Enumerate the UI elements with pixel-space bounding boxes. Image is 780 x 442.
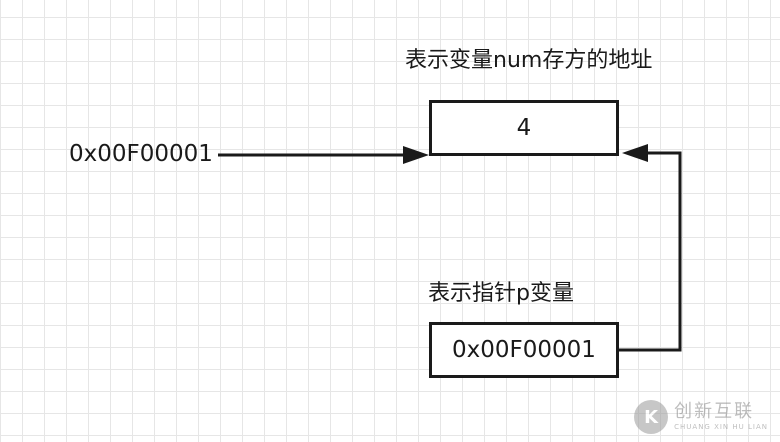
address-arrow [218, 146, 429, 164]
watermark-subtext: CHUANG XIN HU LIAN [674, 423, 768, 431]
num-variable-box: 4 [429, 100, 619, 156]
pointer-value: 0x00F00001 [452, 337, 596, 363]
pointer-arrow [619, 144, 682, 352]
address-label: 0x00F00001 [69, 141, 213, 167]
num-value: 4 [516, 115, 532, 141]
num-box-caption: 表示变量num存方的地址 [405, 48, 653, 73]
watermark: K 创新互联 CHUANG XIN HU LIAN [634, 400, 768, 434]
pointer-box-caption: 表示指针p变量 [428, 281, 574, 306]
watermark-text: 创新互联 [674, 401, 755, 422]
k-logo-icon: K [634, 400, 669, 434]
pointer-variable-box: 0x00F00001 [429, 322, 619, 378]
